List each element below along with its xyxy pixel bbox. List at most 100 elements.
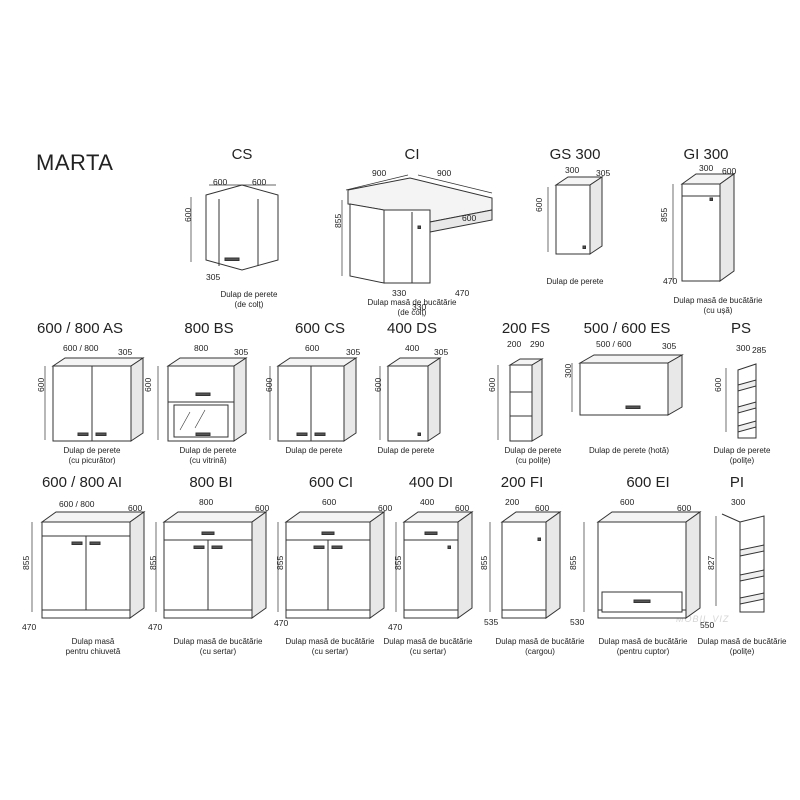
dimension-label: 600 — [373, 377, 383, 392]
dimension-label: 470 — [663, 276, 678, 286]
shelf — [737, 379, 757, 392]
caption-line: (cu sertar) — [199, 647, 237, 656]
dimension-label: 600 — [322, 497, 337, 507]
caption-line: Dulap masă de bucătărie — [697, 637, 787, 646]
handle-icon — [211, 545, 223, 549]
caption-line: (cu sertar) — [311, 647, 349, 656]
caption-line: Dulap masă de bucătărie — [673, 296, 763, 305]
dimension-label: 305 — [118, 347, 133, 357]
handle-icon — [77, 432, 89, 436]
handle-icon — [195, 392, 211, 396]
handle-icon — [633, 599, 651, 603]
item-caption: Dulap masă de bucătărie(cargou) — [496, 637, 585, 657]
dimension-label: 400 — [405, 343, 420, 353]
bs-cabinet-top — [166, 357, 248, 367]
caption-line: Dulap de perete — [220, 290, 278, 299]
caption-line: (cu sertar) — [409, 647, 447, 656]
caption-line: Dulap masă de bucătărie — [598, 637, 688, 646]
handle-icon — [296, 432, 308, 436]
dimension-label: 305 — [662, 341, 677, 351]
handle-icon — [224, 257, 240, 261]
handle-icon — [95, 432, 107, 436]
glass-reflection — [194, 409, 206, 429]
ei-cabinet-side — [685, 511, 701, 619]
caption-line: (cu ușă) — [703, 306, 733, 315]
worktop-line — [721, 513, 741, 523]
dimension-label: 600 — [487, 377, 497, 392]
handle-icon — [709, 197, 713, 201]
dimension-label: 330 — [412, 302, 427, 312]
dimension-label: 305 — [234, 347, 249, 357]
item-caption: Dulap masă de bucătărie(de colț) — [368, 298, 457, 318]
dimension-label: 300 — [699, 163, 714, 173]
dimension-label: 470 — [388, 622, 403, 632]
item-code: 400 DS — [386, 320, 438, 337]
dimension-label: 600 — [535, 503, 550, 513]
item-caption: Dulap de perete(de colț) — [221, 290, 278, 310]
dimension-label: 285 — [752, 345, 767, 355]
dimension-label: 855 — [148, 555, 158, 570]
handle-icon — [417, 225, 421, 229]
es-hood-top — [578, 354, 684, 364]
handle-icon — [321, 531, 335, 535]
handle-icon — [424, 531, 438, 535]
dimension-label: 600 — [534, 197, 544, 212]
item-code: 200 FI — [500, 474, 544, 491]
ei-cabinet-top — [596, 511, 702, 523]
shelf — [739, 569, 765, 582]
item-caption: Dulap de perete(cu polițe) — [505, 446, 562, 466]
gi-cabinet-side — [719, 173, 735, 282]
dimension-label: 470 — [455, 288, 470, 298]
item-code: 600 EI — [626, 474, 670, 491]
dimension-label: 200 — [507, 339, 522, 349]
dimension-label: 600 / 800 — [63, 343, 99, 353]
caption-line: Dulap masă de bucătărie — [173, 637, 263, 646]
as-cabinet-top — [51, 357, 145, 367]
handle-icon — [313, 545, 325, 549]
handle-icon — [71, 541, 83, 545]
dimension-label: 855 — [479, 555, 489, 570]
dimension-label: 800 — [194, 343, 209, 353]
item-code: CS — [231, 146, 253, 163]
bs-cabinet-side — [233, 357, 247, 442]
caption-line: Dulap de perete — [179, 446, 237, 455]
dimension-label: 400 — [420, 497, 435, 507]
dimension-label: 200 — [505, 497, 520, 507]
gi-cabinet-front — [681, 183, 721, 282]
bi-cabinet-top — [162, 511, 268, 523]
cs-cabinet-top — [276, 357, 358, 367]
dimension-label: 300 — [736, 343, 751, 353]
dimension-label: 600 — [455, 503, 470, 513]
item-caption: Dulap de perete — [547, 277, 604, 287]
dimension-label: 855 — [275, 555, 285, 570]
dimension-label: 600 — [213, 177, 228, 187]
caption-line: Dulap de perete — [713, 446, 771, 455]
dimension-label: 600 — [143, 377, 153, 392]
di-cabinet-front — [403, 521, 459, 619]
item-caption: Dulap de perete — [378, 446, 435, 456]
handle-icon — [582, 245, 586, 249]
dimension-label: 600 — [183, 207, 193, 222]
shelf — [737, 420, 757, 433]
caption-line: Dulap masă de bucătărie — [383, 637, 473, 646]
bi-cabinet-side — [251, 511, 267, 619]
item-caption: Dulap de perete — [286, 446, 343, 456]
caption-line: (pentru cuptor) — [616, 647, 670, 656]
dimension-label: 290 — [530, 339, 545, 349]
corner-base-front — [383, 209, 431, 284]
ci-cabinet-side — [369, 511, 385, 619]
dimension-label: 300 — [565, 165, 580, 175]
item-code: 200 FS — [501, 320, 551, 337]
item-code: PI — [729, 474, 745, 491]
caption-line: (polițe) — [729, 647, 755, 656]
item-code: PS — [730, 320, 752, 337]
dimension-label: 855 — [21, 555, 31, 570]
dimension-label: 855 — [659, 207, 669, 222]
dimension-label: 600 — [305, 343, 320, 353]
dimension-label: 600 — [378, 503, 393, 513]
ai-cabinet-side — [129, 511, 145, 619]
dimension-label: 600 — [677, 503, 692, 513]
di-cabinet-side — [457, 511, 473, 619]
handle-icon — [417, 432, 421, 436]
